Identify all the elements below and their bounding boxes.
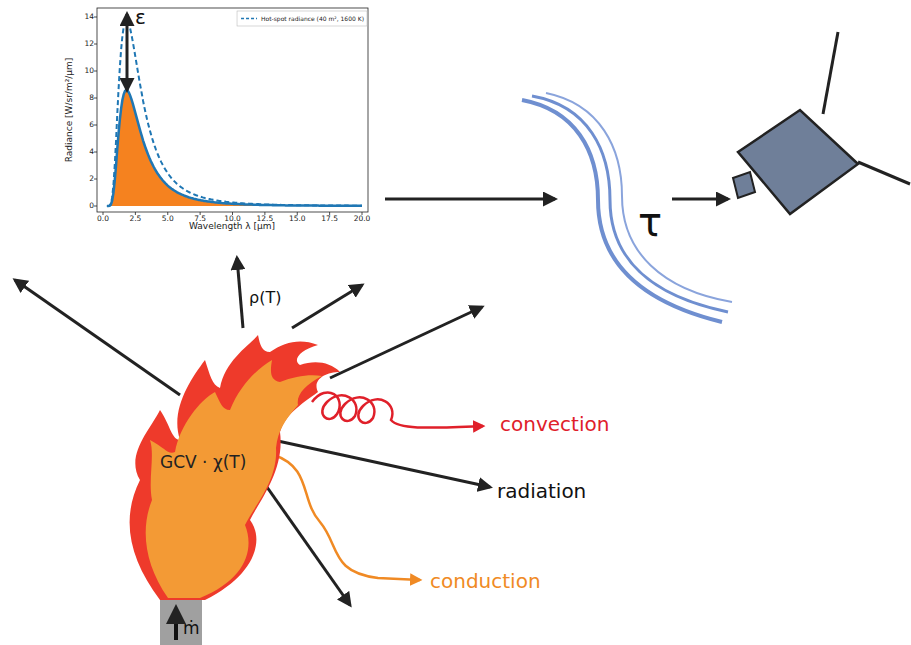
epsilon-symbol: ε: [135, 6, 146, 28]
convection-label: convection: [500, 413, 609, 435]
radiance-curve: [107, 90, 362, 206]
atmosphere-bands: [522, 93, 732, 322]
gas-pipe: [160, 598, 202, 645]
tick-mark: [94, 179, 97, 180]
axis-ticks: [94, 17, 362, 215]
convection-curve: [312, 392, 483, 427]
tick-mark: [94, 17, 97, 18]
tick-mark: [94, 206, 97, 207]
conduction-label: conduction: [430, 570, 541, 592]
conduction-curve: [274, 455, 420, 580]
legend-box: [237, 11, 367, 26]
tick-mark: [94, 152, 97, 153]
tick-label: 14: [84, 13, 94, 21]
epsilon-arrow: [126, 14, 129, 90]
tick-label: 0.0: [97, 215, 109, 223]
transmittance-symbol: τ: [638, 200, 662, 244]
spectrum-chart: [94, 8, 368, 215]
tick-label: 0: [89, 202, 94, 210]
tick-label: 12: [84, 40, 94, 48]
tick-label: 20.0: [354, 215, 371, 223]
tick-label: 6: [89, 121, 94, 129]
flame-inner: [146, 360, 322, 598]
tick-label: 7.5: [194, 215, 206, 223]
legend-sample: [241, 18, 257, 20]
tick-label: 2: [89, 175, 94, 183]
tick-label: 2.5: [129, 215, 141, 223]
tick-mark: [94, 44, 97, 45]
tick-label: 12.5: [257, 215, 274, 223]
legend-text: Hot-spot radiance (40 m², 1600 K): [261, 15, 364, 22]
axes-frame: [97, 8, 368, 212]
satellite: [733, 32, 910, 214]
tick-label: 8: [89, 94, 94, 102]
flow-arrows: [15, 199, 728, 605]
tick-mark: [94, 98, 97, 99]
tick-label: 5.0: [162, 215, 174, 223]
tick-mark: [94, 71, 97, 72]
flame-outer: [130, 335, 340, 600]
density-label: ρ(T): [249, 289, 281, 307]
radiation-label: radiation: [497, 480, 586, 502]
tick-label: 17.5: [321, 215, 338, 223]
hotspot-curve: [107, 20, 362, 206]
axis-title: Wavelength λ [µm]: [189, 222, 275, 232]
tick-label: 10.0: [224, 215, 241, 223]
heat-release-label: GCV · χ(T): [160, 453, 246, 472]
mass-flow-arrow: [174, 608, 178, 640]
tick-label: 4: [89, 148, 94, 156]
tick-mark: [94, 125, 97, 126]
tick-label: 15.0: [289, 215, 306, 223]
mass-flow-label: ṁ: [183, 619, 200, 638]
tick-label: 10: [84, 67, 94, 75]
axis-title: Radiance [W/sr/m²/µm]: [65, 58, 75, 163]
